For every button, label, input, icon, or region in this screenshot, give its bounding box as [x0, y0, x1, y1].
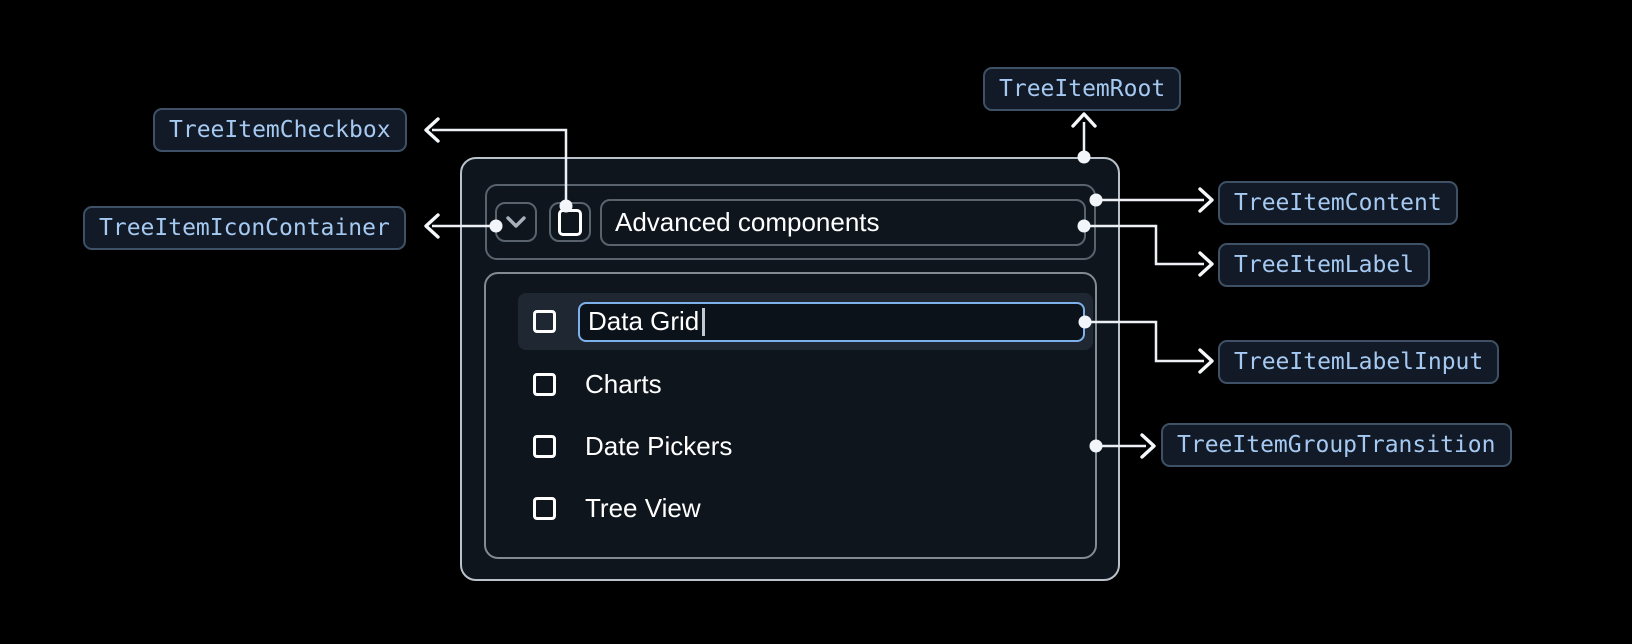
tree-item-content[interactable]	[485, 184, 1096, 260]
tree-item-checkbox[interactable]	[549, 202, 591, 242]
arrow-left-icon	[424, 117, 440, 143]
annotation-tree-item-content: TreeItemContent	[1218, 181, 1458, 225]
tree-item-label-input[interactable]: Data Grid	[578, 301, 1085, 342]
parent-label-text: Advanced components	[615, 207, 880, 237]
tree-item-checkbox[interactable]	[533, 434, 556, 458]
tree-item-group-transition	[484, 272, 1097, 559]
checkbox-unchecked-icon	[558, 208, 582, 236]
annotation-tree-item-icon-container: TreeItemIconContainer	[83, 206, 406, 250]
annotation-tree-item-root: TreeItemRoot	[983, 67, 1182, 111]
tree-item-label: Charts	[585, 368, 662, 399]
tree-item-icon-container[interactable]	[495, 202, 537, 242]
tree-item-row[interactable]: Tree View	[518, 480, 1093, 536]
arrow-right-icon	[1198, 251, 1214, 277]
tree-item-label: Tree View	[585, 492, 701, 523]
text-caret	[702, 307, 706, 336]
annotation-tree-item-label: TreeItemLabel	[1218, 243, 1431, 287]
arrow-left-icon	[424, 213, 440, 239]
tree-item-row[interactable]: Charts	[518, 356, 1093, 412]
tree-item-root	[460, 157, 1120, 581]
annotation-tree-item-checkbox: TreeItemCheckbox	[153, 108, 407, 152]
tree-item-checkbox[interactable]	[533, 372, 556, 396]
tree-item-label: Date Pickers	[585, 430, 733, 461]
tree-item-checkbox[interactable]	[533, 310, 556, 333]
tree-item-row[interactable]: Date Pickers	[518, 418, 1093, 474]
label-input-value: Data Grid	[588, 306, 700, 336]
annotation-tree-item-label-input: TreeItemLabelInput	[1218, 340, 1500, 384]
arrow-right-icon	[1198, 348, 1214, 374]
arrow-right-icon	[1198, 187, 1214, 213]
arrow-up-icon	[1071, 112, 1097, 128]
annotation-tree-item-group-transition: TreeItemGroupTransition	[1161, 423, 1512, 467]
arrow-right-icon	[1140, 433, 1156, 459]
tree-item-checkbox[interactable]	[533, 496, 556, 520]
tree-item-label: Advanced components	[600, 199, 1086, 246]
chevron-down-icon	[506, 216, 526, 228]
tree-item-row-editing[interactable]: Data Grid	[518, 293, 1093, 350]
